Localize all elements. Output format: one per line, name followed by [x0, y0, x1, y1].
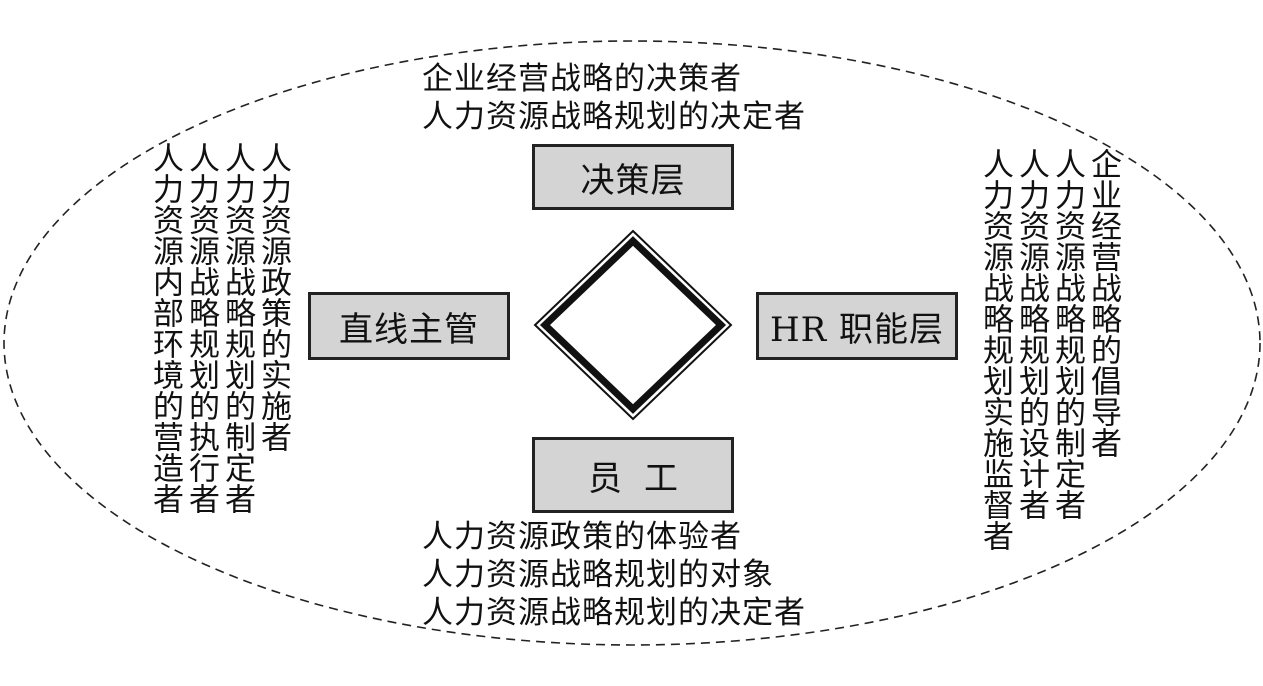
left-label-1: 人力资源政策的实施者 [255, 142, 291, 452]
left-label-4: 人力资源内部环境的营造者 [147, 142, 183, 514]
left-label-2: 人力资源战略规划的制定者 [219, 142, 255, 514]
right-label-3: 人力资源战略规划的设计者 [1013, 148, 1049, 520]
hr-function-layer-box: HR 职能层 [756, 292, 958, 360]
left-label-3: 人力资源战略规划的执行者 [183, 142, 219, 514]
line-manager-box: 直线主管 [308, 292, 510, 360]
bottom-label-3: 人力资源战略规划的决定者 [422, 595, 806, 631]
right-label-1: 企业经营战略的倡导者 [1085, 148, 1121, 458]
decision-layer-box: 决策层 [532, 144, 734, 210]
center-diamond-icon [533, 229, 733, 421]
top-label-2: 人力资源战略规划的决定者 [422, 99, 806, 135]
right-label-4: 人力资源战略规划实施监督者 [977, 148, 1013, 551]
bottom-label-1: 人力资源政策的体验者 [422, 519, 742, 555]
right-label-2: 人力资源战略规划的制定者 [1049, 148, 1085, 520]
outer-dashed-ellipse [3, 40, 1261, 646]
employee-box: 员工 [532, 437, 734, 513]
top-label-1: 企业经营战略的决策者 [422, 61, 742, 97]
bottom-label-2: 人力资源战略规划的对象 [422, 557, 774, 593]
